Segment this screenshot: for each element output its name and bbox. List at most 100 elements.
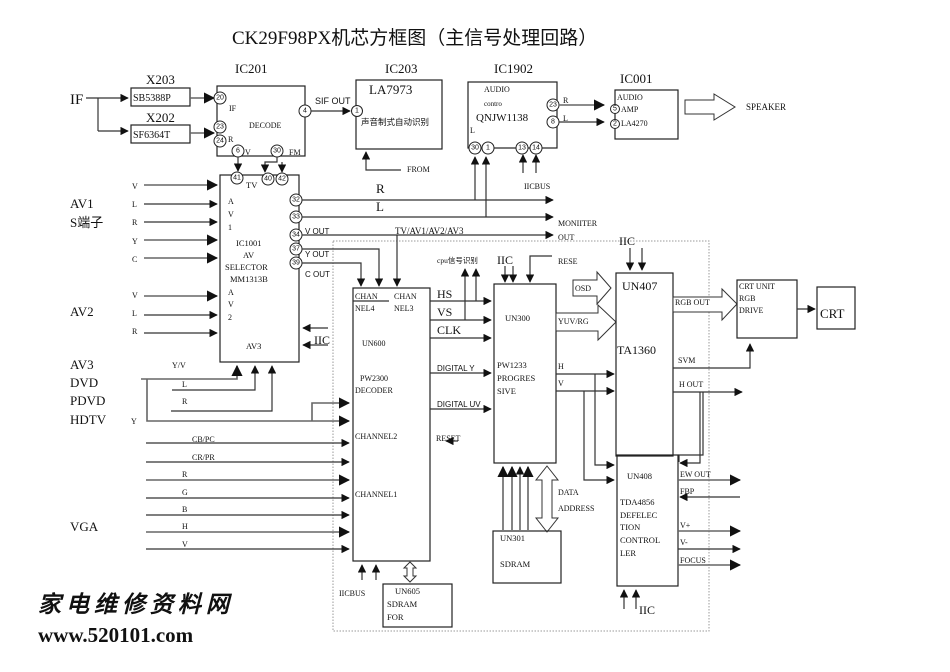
iic-label: IIC bbox=[314, 333, 330, 347]
digital-uv-label: DIGITAL UV bbox=[437, 400, 481, 409]
pin-number: 4 bbox=[303, 108, 307, 115]
av2-signal-wires: V L R bbox=[132, 290, 219, 338]
iicbus-label: IICBUS bbox=[524, 182, 550, 191]
ic-name: DECODE bbox=[249, 121, 282, 130]
v-minus-label: V- bbox=[680, 538, 688, 547]
pin bbox=[213, 134, 227, 148]
un605-sdram: UN605 SDRAM FOR bbox=[382, 583, 453, 628]
pin-number: 40 bbox=[264, 176, 272, 183]
data-bus-arrow bbox=[534, 465, 560, 533]
ic-name: SDRAM bbox=[500, 559, 531, 569]
pin-number: 39 bbox=[292, 260, 300, 267]
reset-label: RESET bbox=[436, 434, 461, 443]
focus-label: FOCUS bbox=[680, 556, 706, 565]
ic-line1: SDRAM bbox=[387, 599, 418, 609]
speaker-arrow bbox=[684, 93, 736, 121]
pin-number: 37 bbox=[292, 246, 300, 253]
pin bbox=[468, 141, 482, 155]
channel4-label: NEL4 bbox=[355, 304, 375, 313]
av3-label: AV3 bbox=[246, 341, 261, 351]
wire bbox=[673, 343, 755, 369]
rese-label: RESE bbox=[558, 257, 578, 266]
ic-ref: UN301 bbox=[500, 533, 525, 543]
ic-line1: AV bbox=[243, 250, 255, 260]
ic-part: LA7973 bbox=[369, 82, 412, 97]
dvd-label: DVD bbox=[70, 375, 98, 390]
ic203-sound-detect: IC203 LA7973 1 声音制式自动识别 bbox=[351, 61, 443, 150]
channel3-label: NEL3 bbox=[394, 304, 414, 313]
wire bbox=[594, 374, 615, 470]
pin-number: 30 bbox=[471, 145, 479, 152]
pin-number: 42 bbox=[278, 176, 286, 183]
av1-signal-wires: V L R Y C bbox=[132, 179, 219, 264]
fbp-label: FBP bbox=[680, 487, 695, 496]
vert-letter: V bbox=[228, 300, 234, 309]
ic-label-if: IF bbox=[229, 104, 237, 113]
channel1-signal-wires: CB/PC CR/PR R G B H V bbox=[146, 435, 351, 554]
pin-number: 2 bbox=[613, 121, 617, 128]
signal-label: L bbox=[182, 380, 187, 389]
ic-ref: UN605 bbox=[395, 586, 420, 596]
svm-label: SVM bbox=[678, 356, 695, 365]
signal-label: B bbox=[182, 505, 187, 514]
signal-label: G bbox=[182, 488, 188, 497]
channel2-label: CHANNEL2 bbox=[355, 432, 397, 441]
signal-label: R bbox=[182, 470, 188, 479]
tv-av-label: TV/AV1/AV2/AV3 bbox=[395, 226, 464, 236]
memory-bus-arrow bbox=[402, 561, 418, 583]
av1-svideo-label: S端子 bbox=[70, 215, 103, 230]
ic-line3: SIVE bbox=[497, 386, 516, 396]
diagram-title: CK29F98PX机芯方框图（主信号处理回路） bbox=[232, 27, 597, 49]
un300-progressive: UN300 PW1233 PROGRES SIVE bbox=[493, 283, 557, 464]
ic-label-fm: FM bbox=[289, 148, 301, 157]
pin bbox=[275, 172, 289, 186]
crt-unit-line1: CRT UNIT bbox=[739, 282, 775, 291]
ic-ref: UN300 bbox=[505, 313, 530, 323]
ic-part: TA1360 bbox=[617, 343, 656, 357]
ic201-decoder: IC201 IF R DECODE V FM 20 23 24 6 30 4 bbox=[213, 61, 312, 158]
pin-number: 1 bbox=[355, 108, 359, 115]
ic-l-label: L bbox=[470, 126, 475, 135]
wire bbox=[583, 391, 615, 485]
crt-unit-line2: RGB bbox=[739, 294, 755, 303]
y-out-label: Y OUT bbox=[305, 250, 329, 259]
monitor-out-label: OUT bbox=[558, 233, 575, 242]
iic-label: IIC bbox=[619, 234, 635, 248]
ic-line2: PROGRES bbox=[497, 373, 536, 383]
pin bbox=[213, 120, 227, 134]
ic-line1: AUDIO bbox=[484, 85, 510, 94]
signal-label: CB/PC bbox=[192, 435, 215, 444]
ic-ref: UN600 bbox=[362, 339, 386, 348]
ic-name: DECODER bbox=[355, 386, 393, 395]
filter-part: SF6364T bbox=[133, 130, 170, 141]
cpu-detect-label: cpu信号识别 bbox=[437, 255, 478, 265]
ic-part: PW1233 bbox=[497, 360, 527, 370]
signal-label: V bbox=[182, 540, 188, 549]
board-boundary bbox=[332, 240, 710, 632]
ic-line1: AUDIO bbox=[617, 93, 643, 102]
if-wires bbox=[86, 93, 129, 136]
ic-line2: SELECTOR bbox=[225, 262, 268, 272]
crt-unit-rgb-drive: CRT UNIT RGB DRIVE bbox=[736, 279, 798, 339]
ic-l-out-label: L bbox=[563, 114, 568, 123]
signal-label: CR/PR bbox=[192, 453, 215, 462]
iic-label: IIC bbox=[639, 603, 655, 617]
h-out-label: H OUT bbox=[679, 380, 703, 389]
ic-label-r: R bbox=[228, 135, 234, 144]
pin-number: 8 bbox=[551, 119, 555, 126]
filter-x202: X202 SF6364T bbox=[130, 110, 191, 144]
pin bbox=[610, 119, 620, 129]
speaker-label: SPEAKER bbox=[746, 102, 786, 112]
ic-part: MM1313B bbox=[230, 274, 268, 284]
filter-x203: X203 SB5388P bbox=[130, 72, 191, 107]
pin-number: 32 bbox=[292, 197, 300, 204]
ic-ref: IC201 bbox=[235, 61, 268, 76]
yuv-arrow bbox=[555, 303, 617, 342]
signal-label: C bbox=[132, 255, 137, 264]
ic-part: QNJW1138 bbox=[476, 112, 529, 124]
pin bbox=[261, 172, 275, 186]
ic-line2: AMP bbox=[621, 105, 639, 114]
crt-unit-line3: DRIVE bbox=[739, 306, 764, 315]
signal-label: Y bbox=[132, 237, 138, 246]
